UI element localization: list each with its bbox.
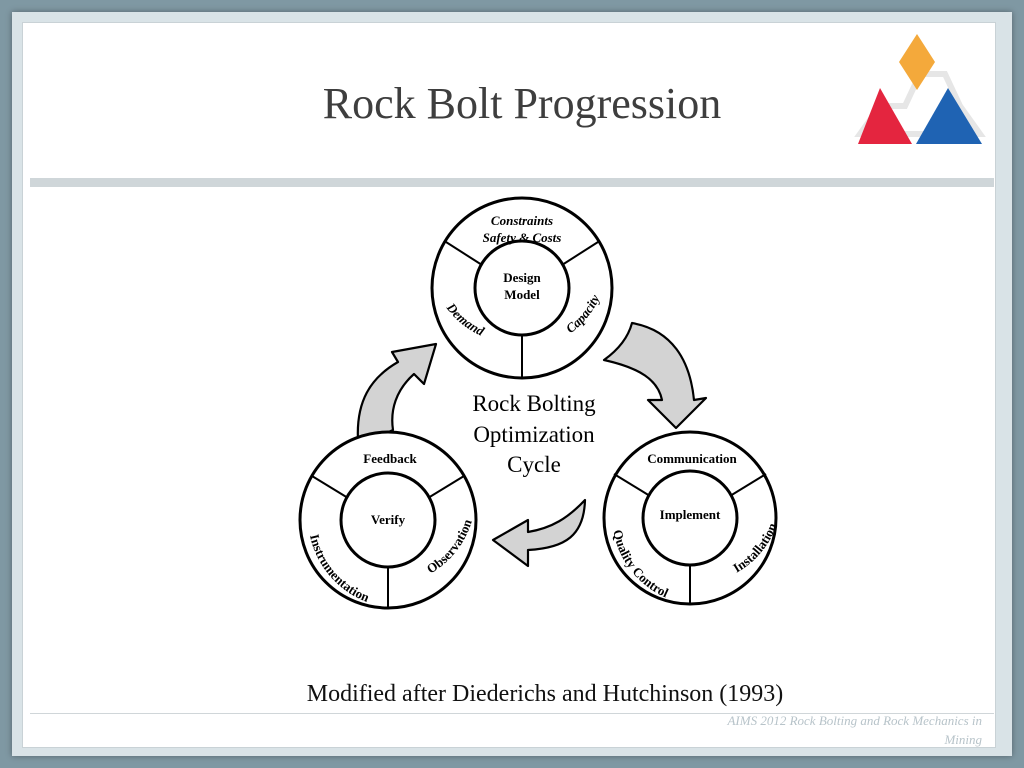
slide-title: Rock Bolt Progression — [322, 79, 722, 128]
design-core-line-2: Model — [504, 287, 540, 302]
arrow-design-to-implement — [602, 321, 708, 430]
title-divider — [30, 178, 994, 187]
logo-diamond-orange — [899, 34, 935, 90]
slide — [22, 22, 996, 748]
footer-text: AIMS 2012 Rock Bolting and Rock Mechanic… — [727, 713, 982, 747]
company-logo — [850, 34, 990, 150]
source-caption: Modified after Diederichs and Hutchinson… — [306, 681, 784, 707]
design-model-ring: Design Model Constraints Safety & Costs … — [430, 196, 614, 380]
implement-ring: Implement Communication Quality Control … — [602, 430, 780, 606]
design-top-line-2: Safety & Costs — [483, 230, 562, 245]
verify-ring: Verify Feedback Instrumentation Observat… — [298, 430, 478, 610]
cycle-center-line-2: Optimization — [473, 422, 595, 447]
verify-top-label: Feedback — [363, 451, 417, 466]
design-top-line-1: Constraints — [491, 213, 553, 228]
footer-divider — [30, 713, 994, 714]
cycle-center-line-1: Rock Bolting — [472, 391, 596, 416]
implement-core-label: Implement — [660, 507, 721, 522]
cycle-center-line-3: Cycle — [507, 452, 561, 477]
design-core-line-1: Design — [503, 270, 541, 285]
verify-core-label: Verify — [371, 512, 406, 527]
implement-top-label: Communication — [647, 451, 737, 466]
arrow-implement-to-verify — [491, 498, 587, 568]
logo-triangle-red — [858, 88, 912, 144]
logo-triangle-blue — [916, 88, 982, 144]
arrow-verify-to-design — [356, 342, 438, 442]
